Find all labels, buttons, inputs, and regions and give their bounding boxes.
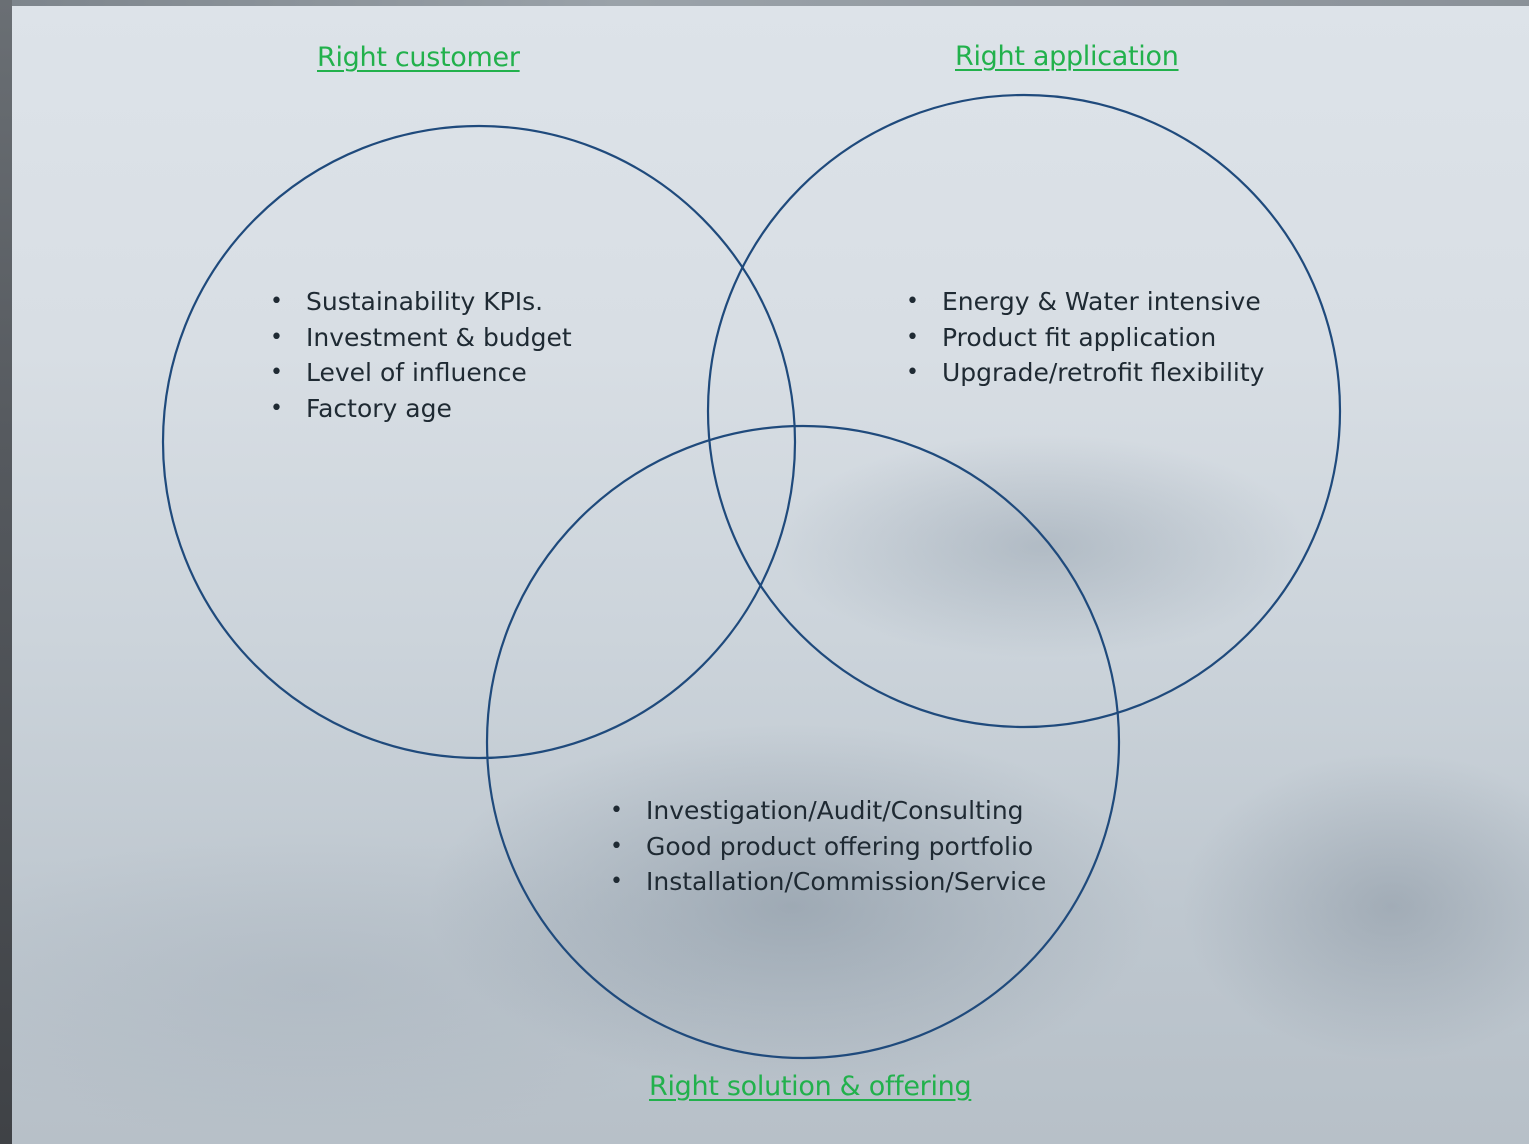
set-items-customer: Sustainability KPIs. Investment & budget… bbox=[270, 284, 572, 426]
list-item: Investigation/Audit/Consulting bbox=[610, 793, 1046, 829]
aerial-background-image bbox=[12, 6, 1529, 1144]
set-title-customer: Right customer bbox=[317, 42, 520, 73]
left-edge-strip bbox=[0, 0, 12, 1144]
set-title-solution: Right solution & offering bbox=[649, 1071, 972, 1102]
list-item: Installation/Commission/Service bbox=[610, 864, 1046, 900]
list-item: Energy & Water intensive bbox=[906, 284, 1264, 320]
set-items-solution: Investigation/Audit/Consulting Good prod… bbox=[610, 793, 1046, 900]
list-item: Good product offering portfolio bbox=[610, 829, 1046, 865]
top-edge-shade bbox=[12, 0, 1529, 6]
list-item: Investment & budget bbox=[270, 320, 572, 356]
venn-circle-customer bbox=[161, 124, 797, 760]
set-title-application: Right application bbox=[955, 41, 1179, 72]
venn-circle-application bbox=[706, 93, 1342, 729]
list-item: Sustainability KPIs. bbox=[270, 284, 572, 320]
list-item: Factory age bbox=[270, 391, 572, 427]
list-item: Level of influence bbox=[270, 355, 572, 391]
list-item: Upgrade/retrofit flexibility bbox=[906, 355, 1264, 391]
venn-circle-solution bbox=[485, 424, 1121, 1060]
set-items-application: Energy & Water intensive Product fit app… bbox=[906, 284, 1264, 391]
list-item: Product fit application bbox=[906, 320, 1264, 356]
